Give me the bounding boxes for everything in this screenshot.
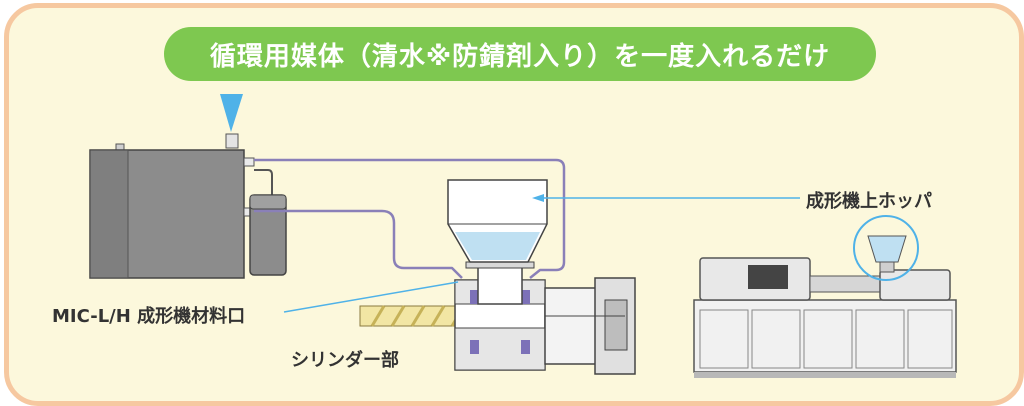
cylinder-section <box>359 179 636 375</box>
fill-point-arrow-icon <box>220 94 243 132</box>
hopper-highlight-circle <box>853 215 919 281</box>
label-cylinder: シリンダー部 <box>291 350 399 371</box>
label-hopper: 成形機上ホッパ <box>806 191 932 212</box>
molding-machine <box>693 215 957 378</box>
circulation-pipes <box>254 158 566 279</box>
leader-lines <box>283 194 800 313</box>
mic-unit <box>89 133 287 279</box>
headline-banner: 循環用媒体（清水※防錆剤入り）を一度入れるだけ <box>164 27 876 81</box>
label-material-inlet: MIC-L/H 成形機材料口 <box>52 306 246 327</box>
